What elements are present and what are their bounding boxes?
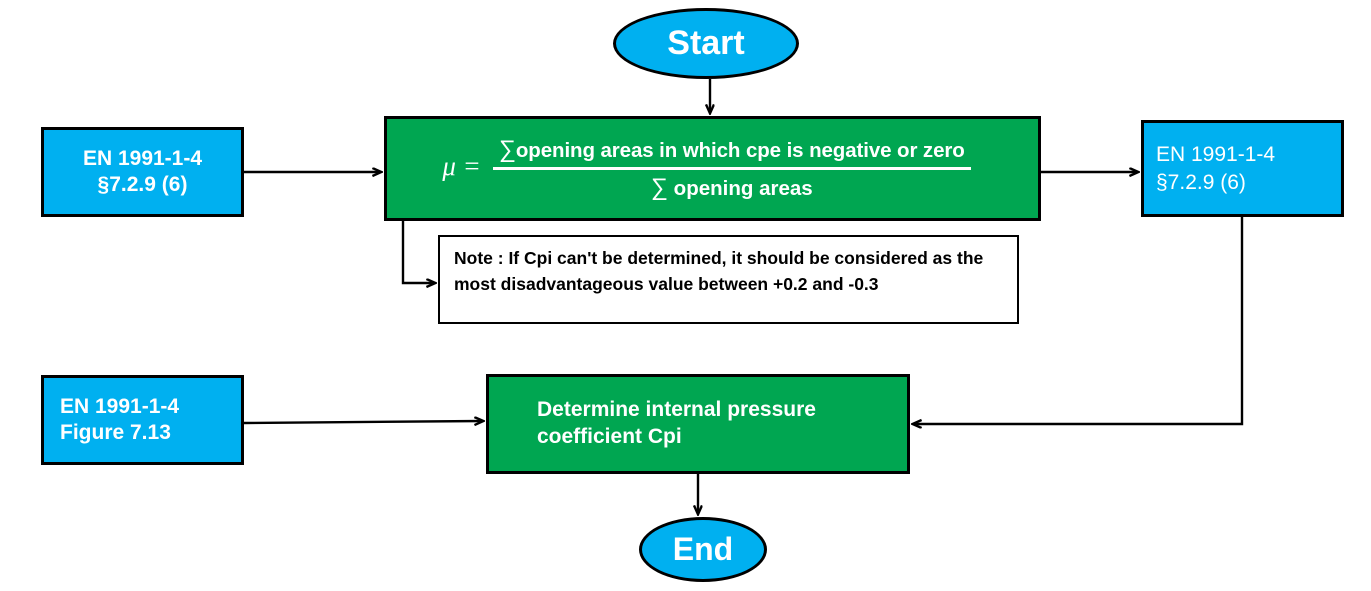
reference-line-standard: EN 1991-1-4	[60, 395, 180, 419]
reference-box-en-1991-1-4-clause-top[interactable]: EN 1991-1-4 §7.2.9 (6)	[41, 127, 244, 217]
start-terminator[interactable]: Start	[613, 8, 799, 79]
reference-line-standard: EN 1991-1-4	[82, 147, 203, 171]
sigma-icon-denominator: ∑	[650, 173, 668, 201]
note-box: Note : If Cpi can't be determined, it sh…	[438, 235, 1019, 324]
reference-line-figure: Figure 7.13	[60, 421, 171, 444]
start-label: Start	[667, 24, 745, 62]
edge-ref-left-bottom-to-determine	[243, 421, 483, 423]
formula-denominator-text: opening areas	[673, 176, 813, 200]
reference-box-en-1991-1-4-clause-right[interactable]: EN 1991-1-4 §7.2.9 (6)	[1141, 120, 1344, 217]
formula-numerator: ∑opening areas in which cpe is negative …	[493, 136, 971, 167]
fraction-bar	[492, 166, 971, 170]
reference-line-clause: §7.2.9 (6)	[97, 173, 188, 196]
determine-label-line2: coefficient Cpi	[537, 425, 682, 448]
end-terminator[interactable]: End	[639, 517, 767, 582]
sigma-icon-numerator: ∑	[498, 135, 516, 163]
edge-formula-to-note	[401, 221, 435, 283]
formula-process-box[interactable]: μ = ∑opening areas in which cpe is negat…	[384, 116, 1041, 221]
end-label: End	[672, 531, 734, 567]
note-text: Note : If Cpi can't be determined, it sh…	[454, 248, 984, 294]
reference-box-en-1991-1-4-figure[interactable]: EN 1991-1-4 Figure 7.13	[41, 375, 244, 465]
reference-line-clause: §7.2.9 (6)	[1156, 170, 1246, 194]
formula-denominator: ∑ opening areas	[651, 170, 813, 202]
determine-label-line1: Determine internal pressure	[537, 398, 816, 422]
determine-cpi-process-box[interactable]: Determine internal pressure coefficient …	[486, 374, 910, 474]
reference-line-standard: EN 1991-1-4	[1156, 143, 1276, 167]
mu-symbol: μ =	[442, 151, 481, 181]
formula-numerator-text: opening areas in which cpe is negative o…	[515, 138, 965, 162]
formula-fraction: ∑opening areas in which cpe is negative …	[492, 136, 971, 202]
mu-formula: μ = ∑opening areas in which cpe is negat…	[442, 136, 971, 202]
